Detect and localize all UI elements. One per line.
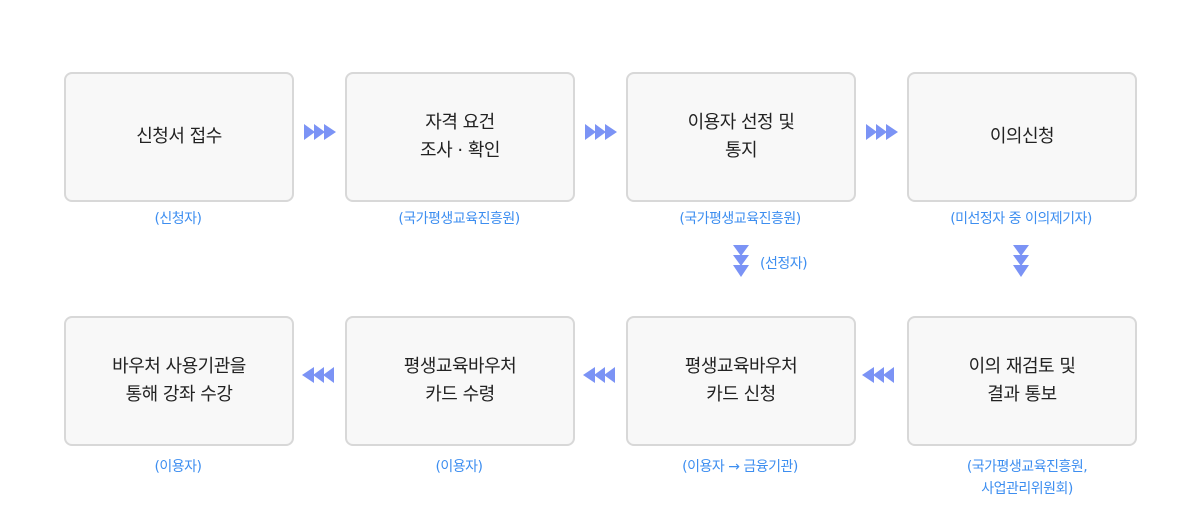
step-4-actor: (미선정자 중 이의제기자): [950, 211, 1092, 227]
triple-arrow-right-icon: [304, 124, 336, 140]
step-5-box: 이의 재검토 및 결과 통보: [907, 316, 1137, 446]
step-7-actor: (이용자): [435, 459, 483, 475]
branch-label-selected: (선정자): [760, 256, 808, 272]
step-6-actor: (이용자 → 금융기관): [682, 459, 798, 475]
step-5-actor: (국가평생교육진흥원, 사업관리위원회): [966, 459, 1088, 497]
step-2-box: 자격 요건 조사 · 확인: [345, 72, 575, 202]
triple-arrow-right-icon: [585, 124, 617, 140]
step-8-actor: (이용자): [154, 459, 202, 475]
step-6-box: 평생교육바우처 카드 신청: [626, 316, 856, 446]
step-4-box: 이의신청: [907, 72, 1137, 202]
triple-arrow-down-icon: [1013, 245, 1029, 277]
step-1-box: 신청서 접수: [64, 72, 294, 202]
step-1-actor: (신청자): [154, 211, 202, 227]
triple-arrow-right-icon: [866, 124, 898, 140]
step-8-box: 바우처 사용기관을 통해 강좌 수강: [64, 316, 294, 446]
triple-arrow-left-icon: [583, 367, 615, 383]
triple-arrow-left-icon: [302, 367, 334, 383]
triple-arrow-left-icon: [862, 367, 894, 383]
step-7-box: 평생교육바우처 카드 수령: [345, 316, 575, 446]
step-2-actor: (국가평생교육진흥원): [398, 211, 520, 227]
step-3-box: 이용자 선정 및 통지: [626, 72, 856, 202]
step-3-actor: (국가평생교육진흥원): [679, 211, 801, 227]
triple-arrow-down-icon: [733, 245, 749, 277]
